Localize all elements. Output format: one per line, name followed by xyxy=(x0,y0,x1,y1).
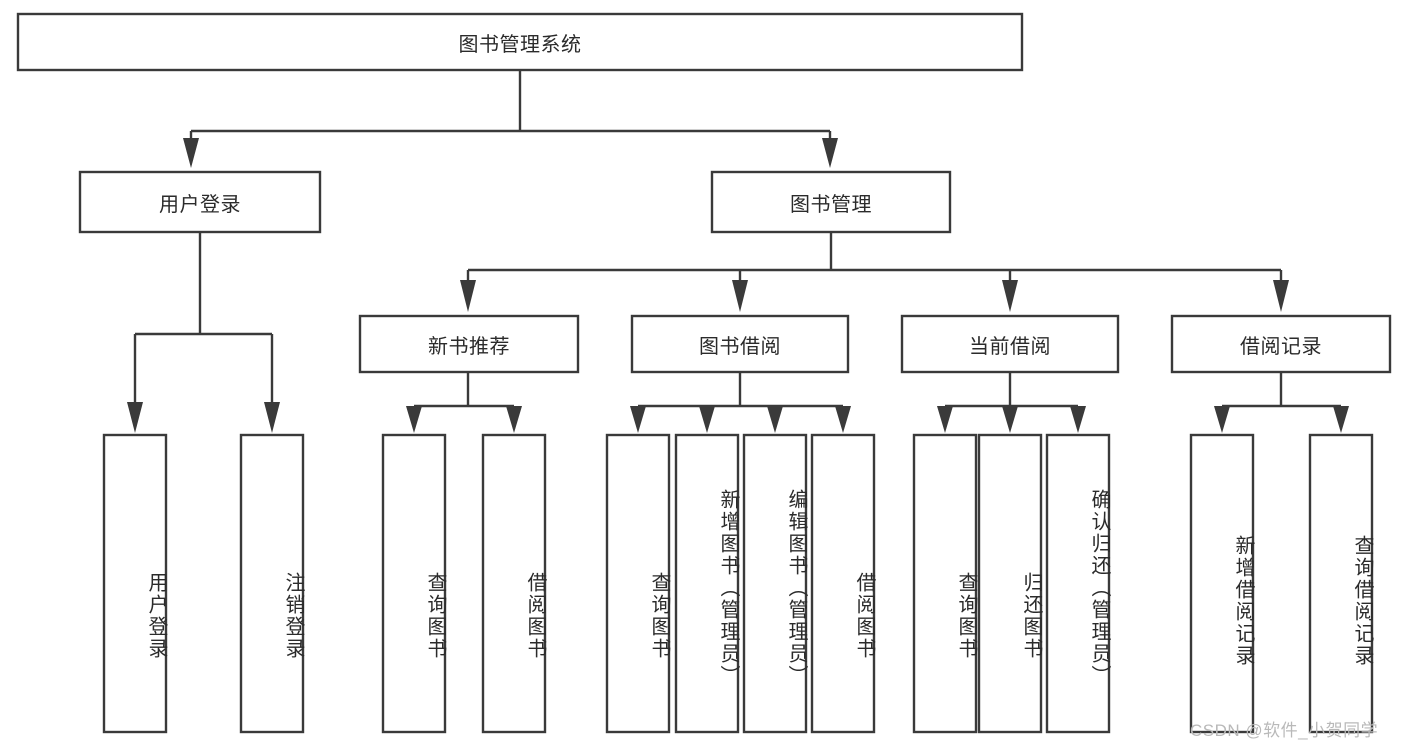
arrow-bookmgmt-to-图书借阅 xyxy=(732,280,748,312)
node-level3-图书借阅[interactable] xyxy=(630,314,850,374)
arrow-bookmgmt-to-新书推荐 xyxy=(460,280,476,312)
leaf-box-借阅记录-1[interactable] xyxy=(1189,433,1255,734)
arrow-图书借阅-leaf-2 xyxy=(699,406,715,433)
leaf-box-借阅记录-2[interactable] xyxy=(1308,433,1374,734)
arrow-userlogin-leaf-1 xyxy=(127,402,143,433)
watermark-csdn: CSDN @软件_小贺同学 xyxy=(1190,721,1379,740)
arrow-bookmgmt-to-借阅记录 xyxy=(1273,280,1289,312)
leaf-box-当前借阅-2[interactable] xyxy=(977,433,1043,734)
arrow-当前借阅-leaf-2 xyxy=(1002,406,1018,433)
leaf-box-用户登录-1[interactable] xyxy=(102,433,168,734)
arrow-图书借阅-leaf-4 xyxy=(835,406,851,433)
node-level2-用户登录[interactable] xyxy=(78,170,322,234)
node-level3-新书推荐[interactable] xyxy=(358,314,580,374)
leaf-box-当前借阅-1[interactable] xyxy=(912,433,978,734)
leaf-box-图书借阅-2[interactable] xyxy=(674,433,740,734)
arrow-userlogin-leaf-2 xyxy=(264,402,280,433)
node-level3-当前借阅[interactable] xyxy=(900,314,1120,374)
arrow-当前借阅-leaf-3 xyxy=(1070,406,1086,433)
leaf-box-用户登录-2[interactable] xyxy=(239,433,305,734)
arrow-借阅记录-leaf-2 xyxy=(1333,406,1349,433)
leaf-box-图书借阅-3[interactable] xyxy=(742,433,808,734)
arrow-借阅记录-leaf-1 xyxy=(1214,406,1230,433)
arrow-root-to-userlogin xyxy=(183,138,199,168)
leaf-box-新书推荐-1[interactable] xyxy=(381,433,447,734)
arrow-图书借阅-leaf-1 xyxy=(630,406,646,433)
arrow-当前借阅-leaf-1 xyxy=(937,406,953,433)
arrow-root-to-bookmgmt xyxy=(822,138,838,168)
leaf-box-图书借阅-4[interactable] xyxy=(810,433,876,734)
leaf-box-当前借阅-3[interactable] xyxy=(1045,433,1111,734)
arrow-bookmgmt-to-当前借阅 xyxy=(1002,280,1018,312)
node-level3-借阅记录[interactable] xyxy=(1170,314,1392,374)
leaf-box-新书推荐-2[interactable] xyxy=(481,433,547,734)
node-level2-图书管理[interactable] xyxy=(710,170,952,234)
node-root-图书管理系统[interactable] xyxy=(16,12,1024,72)
arrow-新书推荐-leaf-1 xyxy=(406,406,422,433)
arrow-图书借阅-leaf-3 xyxy=(767,406,783,433)
leaf-box-图书借阅-1[interactable] xyxy=(605,433,671,734)
arrow-新书推荐-leaf-2 xyxy=(506,406,522,433)
